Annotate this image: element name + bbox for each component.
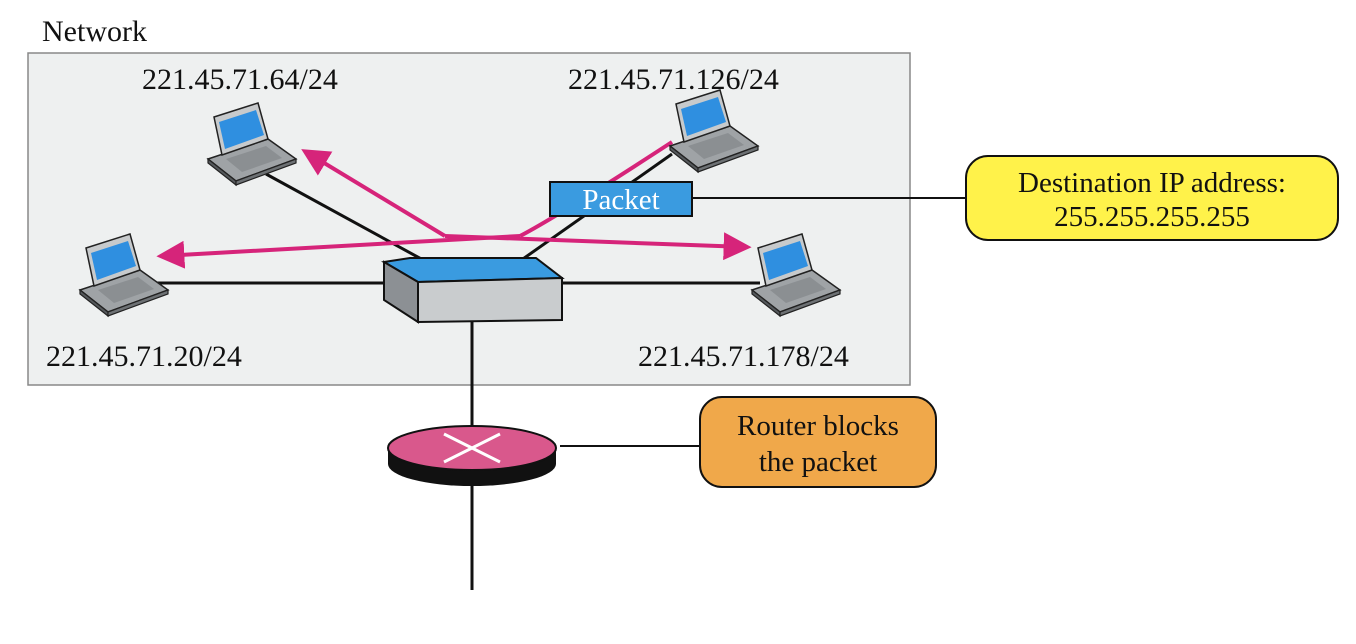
packet: Packet: [549, 181, 693, 217]
network-boundary: [27, 52, 911, 386]
broadcast-arrow-left: [156, 234, 521, 269]
broadcast-arrow-top-left: [301, 149, 447, 238]
host-address-bottom-left: 221.45.71.20/24: [46, 340, 242, 373]
cables: [152, 152, 968, 590]
router-callout: Router blocks the packet: [699, 396, 937, 488]
cable-top-left: [265, 172, 426, 263]
router-icon: [387, 425, 557, 486]
packet-label: Packet: [582, 184, 659, 216]
router-callout-line1: Router blocks: [737, 410, 899, 442]
router-callout-line2: the packet: [759, 446, 877, 478]
destination-callout-line2: 255.255.255.255: [1054, 201, 1250, 233]
host-address-bottom-right: 221.45.71.178/24: [638, 340, 849, 373]
destination-callout-line1: Destination IP address:: [1018, 167, 1286, 199]
destination-callout: Destination IP address: 255.255.255.255: [965, 155, 1339, 241]
switch-icon: [381, 257, 565, 324]
host-address-top-left: 221.45.71.64/24: [142, 63, 338, 96]
network-label: Network: [42, 15, 147, 48]
host-address-top-right: 221.45.71.126/24: [568, 63, 779, 96]
broadcast-arrow-right: [444, 232, 752, 261]
